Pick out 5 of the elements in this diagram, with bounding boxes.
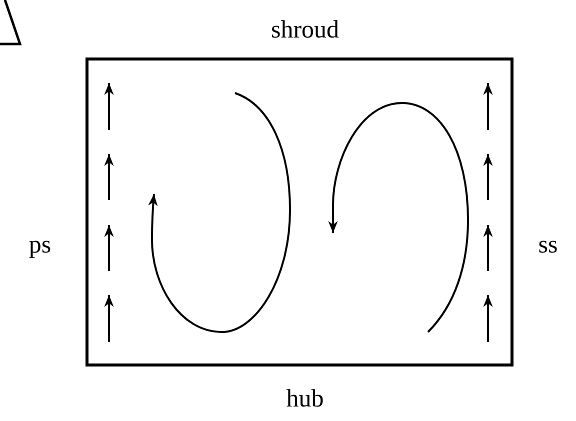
channel-section-box xyxy=(86,58,514,366)
side-label: hub xyxy=(286,386,324,412)
side-label: ss xyxy=(538,232,558,258)
side-label: ps xyxy=(28,232,52,258)
side-label: shroud xyxy=(270,18,340,42)
